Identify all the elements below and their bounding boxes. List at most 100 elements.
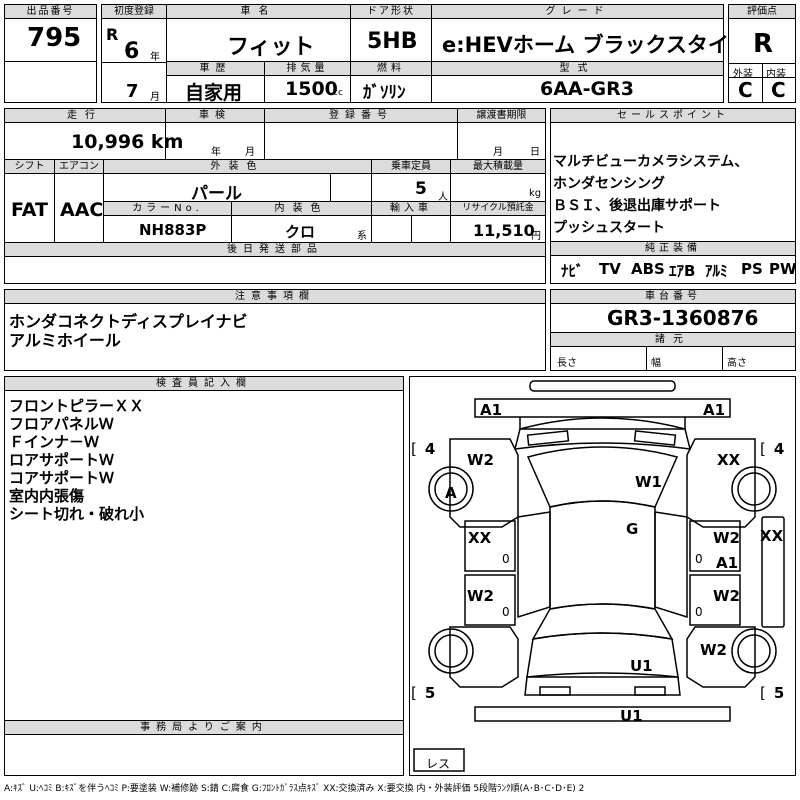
mark-g: G — [626, 520, 639, 538]
mark-zero: 0 — [695, 605, 703, 619]
mark-a1-left: A1 — [480, 401, 503, 419]
tire-fr-value: 4 — [773, 440, 785, 458]
door-box: ドア形状 5HB — [350, 4, 432, 62]
equip-label: 純正装備 — [551, 242, 795, 256]
ac-label: エアコン — [55, 160, 103, 174]
model-label: 型式 — [432, 62, 723, 76]
insp-year-unit: 年 — [211, 147, 221, 158]
color-value: パール — [191, 184, 242, 204]
int-grade: C — [771, 78, 786, 102]
seats-value: 5 — [415, 179, 427, 199]
equip-item: ﾅﾋﾞ — [561, 262, 584, 280]
height-label: 高さ — [727, 358, 747, 369]
equip-item: PW — [769, 260, 797, 278]
fuel-value: ｶﾞｿﾘﾝ — [363, 83, 406, 103]
recycle-unit: 円 — [531, 231, 541, 242]
width-label: 幅 — [651, 358, 661, 369]
ext-grade: C — [738, 78, 753, 102]
mark-w1: W1 — [635, 473, 662, 491]
equip-item: TV — [599, 260, 621, 278]
inspector-line: Ｆインナ－Ｗ — [9, 433, 100, 451]
inspection-label: 車検 — [166, 109, 264, 123]
transfer-day-unit: 日 — [530, 147, 540, 158]
mark-w2-rr: W2 — [713, 587, 740, 605]
office-label: 事務局よりご案内 — [5, 721, 403, 735]
spec-label: 諸元 — [551, 333, 795, 347]
int-label: 内装 — [766, 69, 786, 80]
mileage-label: 走行 — [5, 109, 165, 123]
lot-number: 795 — [27, 23, 82, 53]
mark-u1-rear: U1 — [620, 707, 643, 725]
tire-rr-value: 5 — [773, 684, 785, 702]
int-color-value: クロ — [285, 223, 316, 241]
tire-bracket-fr: [4 — [760, 440, 785, 458]
equip-item: PS — [741, 260, 763, 278]
mark-xx-ld: XX — [468, 529, 492, 547]
load-label: 最大積載量 — [451, 160, 545, 174]
length-label: 長さ — [557, 358, 577, 369]
seats-unit: 人 — [438, 192, 448, 203]
equip-box: 純正装備 ﾅﾋﾞ TV ABS ｴｱB ｱﾙﾐ PS PW — [550, 241, 797, 284]
notes-line: アルミホイール — [9, 331, 121, 350]
month-value: 7 — [126, 81, 139, 102]
import-label: 輸入車 — [372, 202, 450, 216]
car-diagram: [4 [4 [5 [5 レス A1 A1 W2 XX A W1 G XX W2 … — [409, 376, 796, 776]
cc-box: 排気量 1500 cc — [264, 61, 351, 103]
chassis-value: GR3-1360876 — [607, 306, 759, 330]
mileage-box: 走行 車検 登録番号 譲渡書期限 10,996 km 年 月 月 日 シフト エ… — [4, 108, 546, 284]
sales-box: セールスポイント マルチビューカメラシステム、 ホンダセンシング ＢＳＩ、後退出… — [550, 108, 796, 242]
model-box: 型式 6AA-GR3 — [431, 61, 724, 103]
inspector-line: ロアサポートＷ — [9, 451, 115, 469]
recycle-value: 11,510 — [473, 221, 535, 240]
inspector-label: 検査員記入欄 — [5, 377, 403, 391]
grade-label: グレード — [432, 5, 723, 19]
mark-zero: 0 — [502, 605, 510, 619]
score-value: R — [753, 29, 774, 59]
load-unit: kg — [529, 188, 542, 199]
tire-rl-value: 5 — [424, 684, 436, 702]
mark-a-fl: A — [445, 484, 457, 502]
grade-value: e:HEVホーム ブラックスタイル — [442, 33, 750, 57]
notes-line: ホンダコネクトディスプレイナビ — [9, 312, 248, 331]
inspector-line: 室内内張傷 — [9, 487, 85, 505]
ext-label: 外装 — [733, 69, 753, 80]
grade-box: グレード e:HEVホーム ブラックスタイル — [431, 4, 750, 62]
door-label: ドア形状 — [351, 5, 431, 19]
mileage-value: 10,996 km — [71, 131, 184, 153]
spare-less: レス — [426, 757, 451, 771]
car-outline — [413, 380, 785, 772]
mark-w2-rd: W2 — [713, 529, 740, 547]
model-value: 6AA-GR3 — [540, 78, 634, 100]
history-value: 自家用 — [185, 82, 243, 104]
mark-xx-edge: XX — [760, 527, 784, 545]
car-name: フィット — [227, 35, 315, 60]
mark-w2-fl: W2 — [467, 451, 494, 469]
equip-item: ABS — [631, 260, 665, 278]
transfer-month-unit: 月 — [493, 147, 503, 158]
score-box: 評価点 R 外装 内装 C C — [728, 4, 796, 103]
cc-unit: cc — [333, 88, 343, 98]
color-no-label: カラーNo. — [104, 202, 231, 216]
plate-label: 登録番号 — [265, 109, 457, 123]
year-unit: 年 — [150, 52, 160, 63]
color-no-value: NH883P — [139, 221, 207, 239]
legend: A:ｷｽﾞ U:ﾍｺﾐ B:ｷｽﾞを伴うﾍｺﾐ P:要塗装 W:補修跡 S:錆 … — [4, 784, 585, 794]
inspector-line: コアサポートＷ — [9, 469, 115, 487]
sales-line: マルチビューカメラシステム、 — [553, 154, 749, 170]
chassis-box: 車台番号 GR3-1360876 諸元 長さ 幅 高さ — [550, 289, 796, 371]
insp-month-unit: 月 — [245, 147, 255, 158]
mark-a1-rd: A1 — [716, 554, 739, 572]
score-label: 評価点 — [729, 5, 795, 19]
equip-item: ｱﾙﾐ — [705, 262, 728, 280]
fuel-box: 燃料 ｶﾞｿﾘﾝ — [350, 61, 432, 103]
car-name-box: 車名 フィット — [166, 4, 351, 62]
inspector-box: 検査員記入欄 フロントピラーＸＸ フロアパネルＷ Ｆインナ－Ｗ ロアサポートＷ … — [4, 376, 404, 776]
month-unit: 月 — [150, 92, 160, 103]
car-name-label: 車名 — [167, 5, 350, 19]
tire-fl-value: 4 — [424, 440, 436, 458]
cc-label: 排気量 — [265, 62, 350, 76]
mark-zero: 0 — [502, 552, 510, 566]
mark-zero: 0 — [695, 552, 703, 566]
door-value: 5HB — [367, 29, 418, 54]
color-label: 外装色 — [104, 160, 371, 174]
